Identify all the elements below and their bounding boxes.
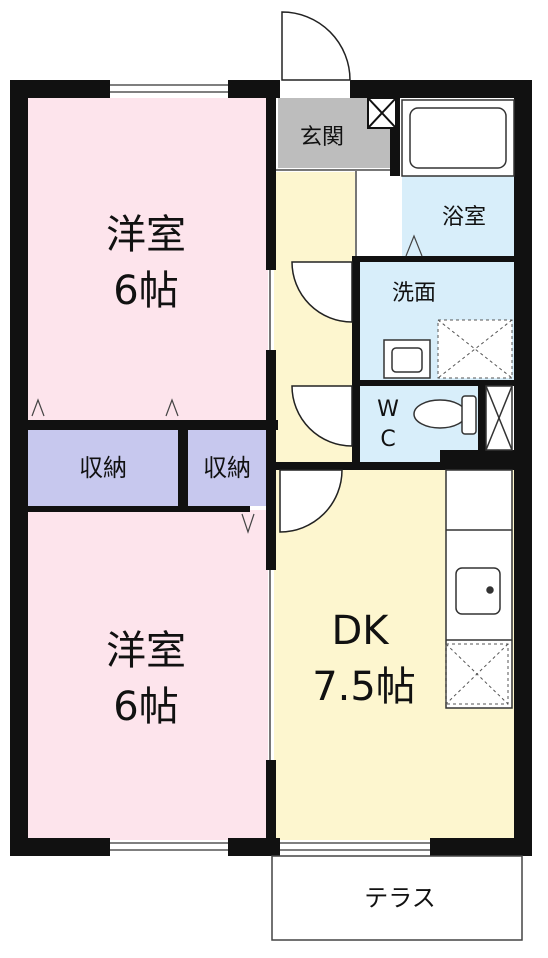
cabinet-x-icon xyxy=(367,97,397,129)
terrace-outline xyxy=(271,855,523,941)
storage-right-label: 収納 xyxy=(203,454,251,482)
cabinet-x-icon xyxy=(485,385,513,451)
washroom-label: 洗面 xyxy=(392,281,436,306)
western-room-bottom-fill xyxy=(28,510,268,840)
western-room-bottom-size: 6帖 xyxy=(113,684,178,730)
storage-left-fill xyxy=(28,430,178,506)
storage-left-label: 収納 xyxy=(79,454,127,482)
kitchen-sink-icon xyxy=(455,567,501,615)
storage-right-fill xyxy=(188,430,266,506)
wc-label-w: W xyxy=(377,397,399,422)
thin-partitions xyxy=(269,169,390,760)
dk-name: DK xyxy=(331,608,390,654)
dk-size: 7.5帖 xyxy=(312,664,416,710)
shower-pan-icon xyxy=(437,319,513,379)
bath-fill xyxy=(402,176,514,256)
interior-walls xyxy=(10,80,532,856)
western-room-top-fill xyxy=(28,98,268,424)
direction-marks xyxy=(31,234,423,534)
sink-icon xyxy=(383,339,431,379)
terrace-label: テラス xyxy=(364,884,436,912)
stove-icon xyxy=(445,643,509,705)
wc-label-c: C xyxy=(380,427,395,452)
door-swing-icon xyxy=(279,11,353,533)
entrance-label: 玄関 xyxy=(300,125,344,150)
western-room-top-size: 6帖 xyxy=(113,268,178,314)
wc-fill xyxy=(360,386,480,462)
western-room-top-name: 洋室 xyxy=(106,212,186,258)
toilet-icon xyxy=(413,395,477,435)
bath-label: 浴室 xyxy=(442,205,486,230)
bathtub-icon xyxy=(401,99,515,177)
western-room-bottom-name: 洋室 xyxy=(106,628,186,674)
windows xyxy=(110,84,430,851)
